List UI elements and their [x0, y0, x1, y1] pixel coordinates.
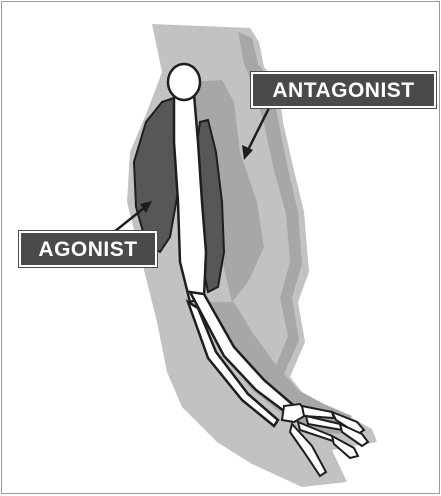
agonist-label: AGONIST [19, 231, 157, 267]
agonist-label-text: AGONIST [38, 239, 137, 260]
antagonist-label-text: ANTAGONIST [272, 80, 414, 101]
shoulder-joint [168, 64, 200, 100]
antagonist-label: ANTAGONIST [251, 72, 436, 108]
